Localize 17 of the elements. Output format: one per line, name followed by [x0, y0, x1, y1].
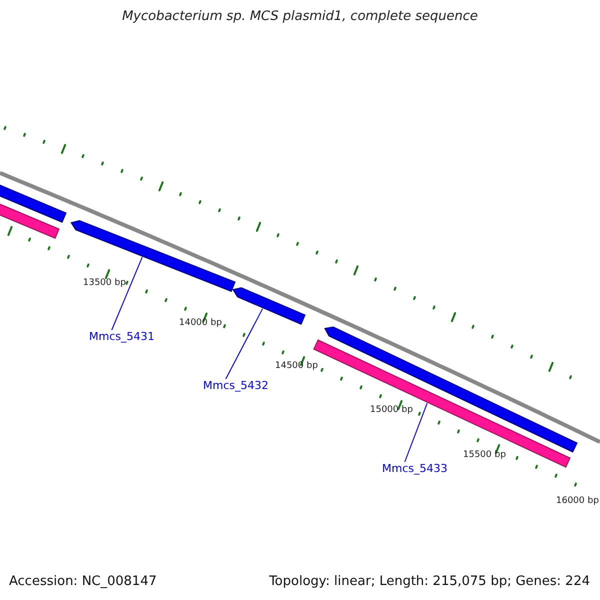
scale-label: 14500 bp — [275, 361, 318, 371]
scale-label: 15500 bp — [463, 450, 506, 460]
leader-line — [225, 308, 264, 380]
accession-text: Accession: NC_008147 — [9, 574, 157, 589]
gene-label: Mmcs_5431 — [89, 330, 154, 343]
scale-label: 16000 bp — [556, 496, 599, 506]
gene-label: Mmcs_5433 — [382, 462, 448, 475]
scale-label: 13500 bp — [83, 278, 126, 288]
leader-line — [111, 256, 143, 330]
summary-text: Topology: linear; Length: 215,075 bp; Genes: 224 — [269, 574, 590, 589]
leader-line — [404, 402, 428, 462]
scale-label: 14000 bp — [179, 318, 222, 328]
title: Mycobacterium sp. MCS plasmid1, complete sequence — [121, 9, 479, 24]
gene-feature — [70, 220, 236, 292]
scale-label: 15000 bp — [370, 405, 413, 415]
gene-label: Mmcs_5432 — [203, 379, 268, 392]
gene-feature — [232, 287, 306, 325]
